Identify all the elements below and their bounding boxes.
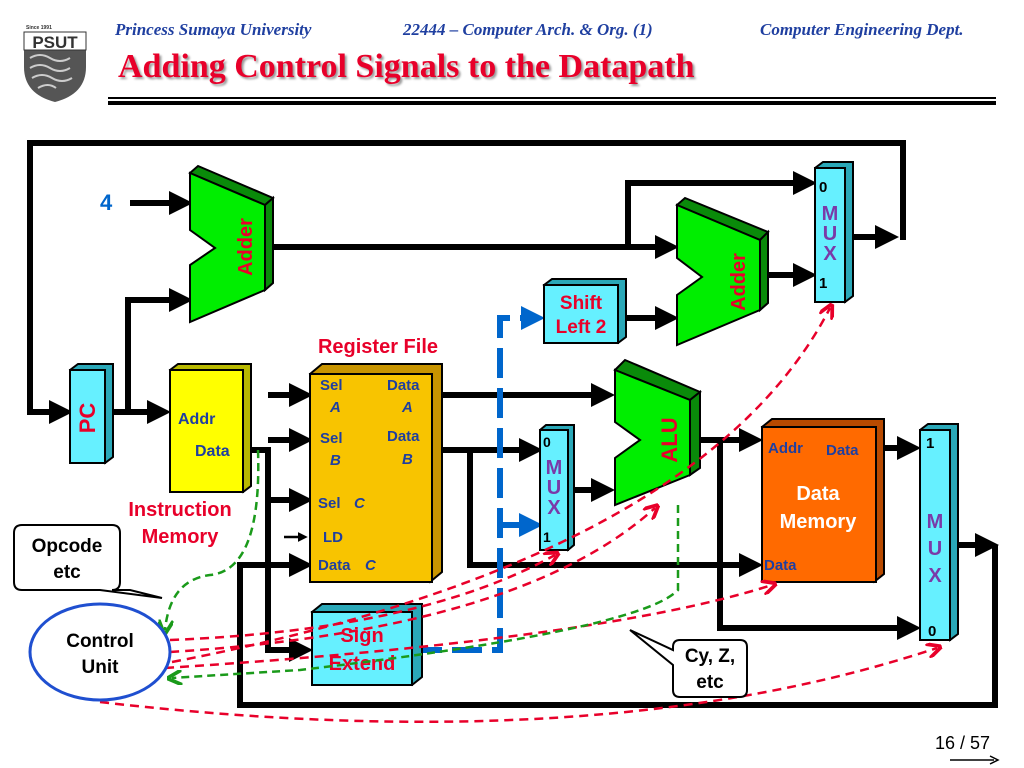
svg-text:PSUT: PSUT bbox=[32, 33, 78, 52]
svg-text:Opcode: Opcode bbox=[32, 536, 103, 557]
svg-text:1: 1 bbox=[926, 435, 934, 452]
flags-callout: Cy, Z, etc bbox=[629, 629, 748, 698]
svg-text:C: C bbox=[354, 495, 366, 512]
svg-text:etc: etc bbox=[696, 672, 724, 693]
svg-text:X: X bbox=[547, 497, 561, 519]
svg-text:Addr: Addr bbox=[768, 440, 803, 457]
svg-text:A: A bbox=[401, 399, 413, 416]
svg-text:X: X bbox=[823, 243, 837, 265]
course-name: 22444 – Computer Arch. & Org. (1) bbox=[403, 20, 653, 39]
opcode-callout: Opcode etc bbox=[13, 524, 163, 599]
svg-text:Sel: Sel bbox=[318, 495, 341, 512]
svg-text:Cy, Z,: Cy, Z, bbox=[685, 646, 735, 667]
header-divider-thick bbox=[108, 101, 996, 105]
svg-text:LD: LD bbox=[323, 529, 343, 546]
svg-text:Extend: Extend bbox=[329, 653, 396, 675]
department-name: Computer Engineering Dept. bbox=[760, 20, 964, 39]
svg-text:Since 1991: Since 1991 bbox=[26, 25, 52, 31]
instruction-memory-caption: Instruction bbox=[128, 499, 231, 521]
svg-text:Memory: Memory bbox=[780, 511, 858, 533]
register-file-caption: Register File bbox=[318, 336, 438, 358]
svg-text:U: U bbox=[823, 223, 837, 245]
svg-text:M: M bbox=[822, 203, 839, 225]
instruction-memory-caption-2: Memory bbox=[142, 526, 220, 548]
university-name: Princess Sumaya University bbox=[115, 20, 312, 39]
psut-logo: PSUT Since 1991 bbox=[23, 25, 87, 102]
alu: ALU bbox=[613, 358, 702, 507]
svg-text:C: C bbox=[365, 557, 377, 574]
shift-left-2: Shift Left 2 bbox=[542, 278, 627, 345]
control-signals bbox=[99, 308, 937, 724]
svg-text:M: M bbox=[927, 511, 944, 533]
svg-text:Sel: Sel bbox=[320, 377, 343, 394]
constant-four: 4 bbox=[100, 190, 113, 215]
svg-text:Sel: Sel bbox=[320, 430, 343, 447]
svg-text:Left 2: Left 2 bbox=[556, 317, 607, 338]
instruction-memory: Addr Data bbox=[168, 363, 252, 494]
svg-text:Adder: Adder bbox=[235, 218, 257, 276]
svg-text:Data: Data bbox=[796, 483, 840, 505]
svg-text:U: U bbox=[928, 538, 942, 560]
svg-text:Sign: Sign bbox=[340, 625, 383, 647]
svg-text:0: 0 bbox=[928, 623, 936, 640]
control-unit: Control Unit bbox=[28, 602, 172, 702]
svg-text:Data: Data bbox=[195, 443, 230, 460]
svg-text:Data: Data bbox=[764, 557, 797, 574]
pc-source-mux: 0 M U X 1 bbox=[813, 161, 854, 304]
svg-text:PC: PC bbox=[75, 403, 100, 434]
slide-title: Adding Control Signals to the Datapath bbox=[118, 48, 695, 85]
writeback-mux: 1 M U X 0 bbox=[918, 423, 959, 642]
svg-text:1: 1 bbox=[819, 275, 827, 292]
status-signals bbox=[165, 449, 680, 678]
pc-register: PC bbox=[68, 363, 114, 465]
svg-text:Shift: Shift bbox=[560, 293, 603, 314]
alu-source-mux: 0 M U X 1 bbox=[538, 424, 575, 552]
header-divider bbox=[108, 97, 996, 99]
svg-text:0: 0 bbox=[819, 179, 827, 196]
svg-text:U: U bbox=[547, 477, 561, 499]
svg-text:X: X bbox=[928, 565, 942, 587]
svg-text:0: 0 bbox=[543, 434, 551, 450]
svg-text:A: A bbox=[329, 399, 341, 416]
branch-adder: Adder bbox=[675, 196, 770, 347]
svg-text:ALU: ALU bbox=[657, 417, 682, 462]
svg-text:Data: Data bbox=[387, 428, 420, 445]
svg-text:1: 1 bbox=[543, 529, 551, 545]
svg-text:Data: Data bbox=[826, 442, 859, 459]
svg-text:Adder: Adder bbox=[728, 253, 750, 311]
svg-text:M: M bbox=[546, 457, 563, 479]
data-memory: Addr Data Data Memory Data bbox=[760, 418, 885, 584]
svg-text:Unit: Unit bbox=[82, 657, 120, 678]
next-arrow-icon[interactable] bbox=[950, 755, 1000, 765]
page-number: 16 / 57 bbox=[935, 733, 991, 753]
svg-text:etc: etc bbox=[53, 562, 81, 583]
svg-text:Addr: Addr bbox=[178, 411, 215, 428]
svg-text:B: B bbox=[402, 451, 413, 468]
svg-text:Control: Control bbox=[66, 631, 134, 652]
pc-adder: Adder bbox=[188, 164, 275, 324]
svg-text:Data: Data bbox=[387, 377, 420, 394]
svg-text:B: B bbox=[330, 452, 341, 469]
register-file: Sel A Data A Sel B Data B Sel C LD Data … bbox=[308, 363, 443, 584]
svg-text:Data: Data bbox=[318, 557, 351, 574]
